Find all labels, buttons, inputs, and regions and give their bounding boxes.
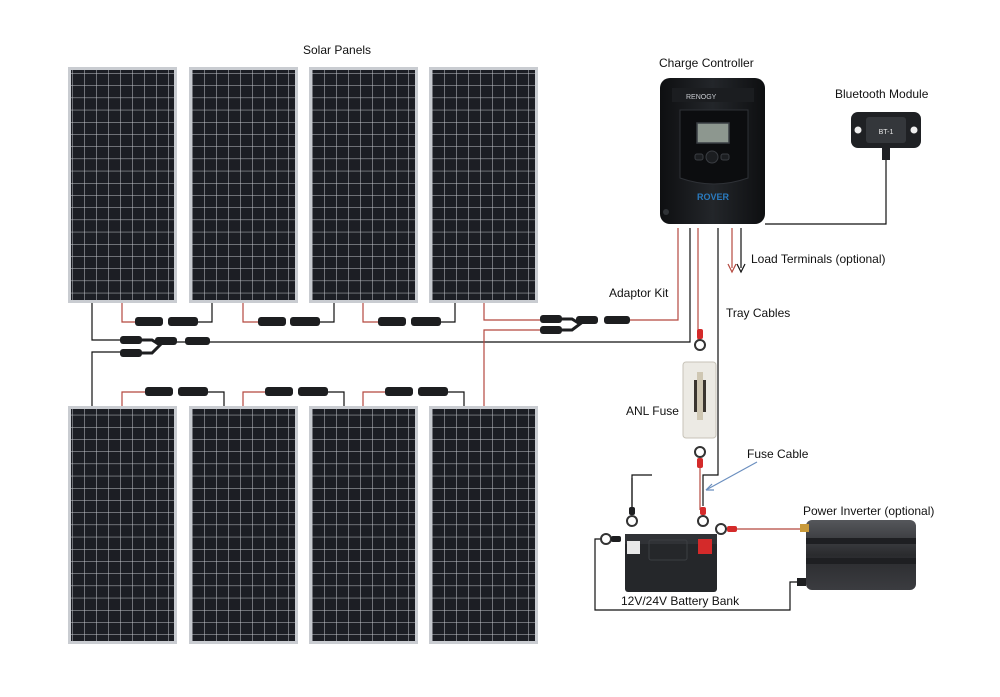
label-adaptor-kit: Adaptor Kit [609, 286, 669, 300]
label-solar-panels: Solar Panels [303, 43, 372, 57]
label-tray-cables: Tray Cables [726, 306, 791, 320]
solar-panel [68, 67, 177, 303]
solar-panel [309, 67, 418, 303]
controller-model: ROVER [697, 192, 730, 202]
load-terminal-arrows [727, 228, 746, 274]
mc4-connectors-bottom [145, 387, 448, 396]
battery-terminals [594, 474, 800, 611]
branch-wiring-right [483, 228, 679, 406]
solar-panel [68, 406, 177, 644]
series-wiring-bottom [121, 391, 465, 406]
solar-panel [309, 406, 418, 644]
controller-lcd [696, 122, 730, 144]
solar-panel-row-bottom [68, 406, 538, 644]
adaptor-kit-connectors [540, 315, 630, 334]
controller-brand: RENOGY [686, 94, 717, 101]
label-bluetooth-module: Bluetooth Module [835, 87, 929, 101]
solar-panel [189, 67, 298, 303]
label-power-inverter: Power Inverter (optional) [803, 504, 935, 518]
label-fuse-cable: Fuse Cable [747, 447, 809, 461]
series-wiring-top [121, 303, 456, 323]
mc4-connectors-top [135, 317, 441, 326]
label-load-terminals: Load Terminals (optional) [751, 252, 886, 266]
power-inverter [797, 520, 916, 590]
solar-panel [429, 67, 538, 303]
battery-bank [625, 534, 717, 592]
fuse-cable-pointer [705, 461, 758, 491]
solar-panel [189, 406, 298, 644]
charge-controller: RENOGY ROVER [660, 78, 765, 224]
branch-connector-left [120, 336, 210, 357]
controller-wiring [689, 160, 887, 506]
fuse-ring-terminals [694, 329, 706, 510]
label-battery-bank: 12V/24V Battery Bank [621, 594, 740, 608]
label-charge-controller: Charge Controller [659, 56, 754, 70]
bt-module-label: BT-1 [879, 129, 894, 136]
bluetooth-module: BT-1 [851, 112, 921, 160]
label-anl-fuse: ANL Fuse [626, 404, 679, 418]
solar-panel [429, 406, 538, 644]
anl-fuse [682, 361, 717, 439]
solar-panel-row-top [68, 67, 538, 303]
